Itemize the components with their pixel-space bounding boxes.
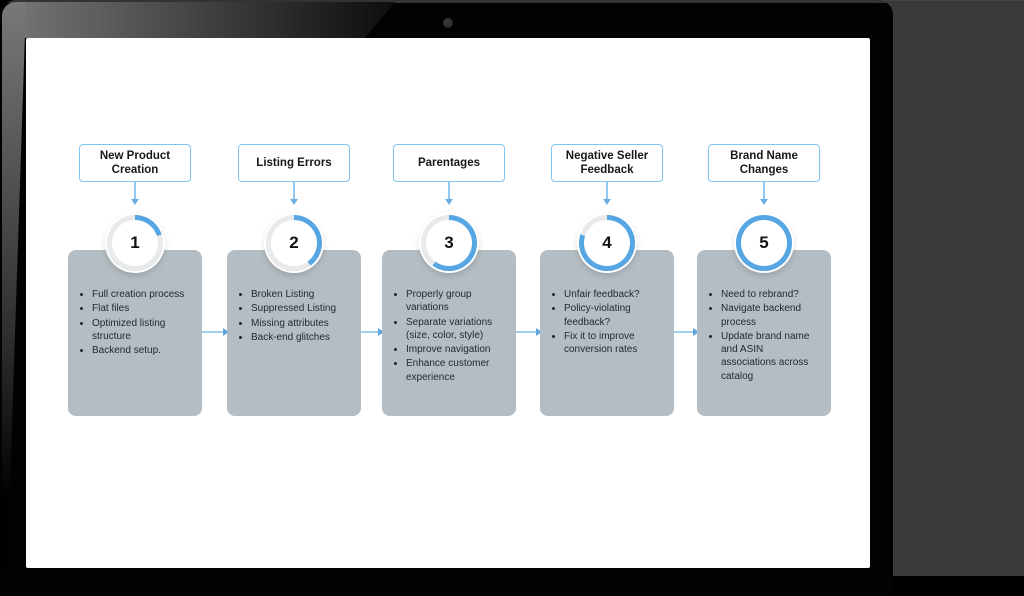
step-item-list: Properly group variations Separate varia…	[382, 288, 516, 384]
webcam-icon	[443, 18, 453, 28]
step-item-list: Need to rebrand? Navigate backend proces…	[697, 288, 831, 383]
step-item: Flat files	[92, 302, 192, 315]
step-item-list: Unfair feedback? Policy-violating feedba…	[540, 288, 674, 356]
step-card: Broken Listing Suppressed Listing Missin…	[227, 250, 361, 416]
flow-arrow-3-4	[516, 328, 542, 336]
step-column-4: Negative Seller Feedback 4 Unfair feedba…	[540, 38, 674, 568]
step-card: Full creation process Flat files Optimiz…	[68, 250, 202, 416]
step-item: Enhance customer experience	[406, 357, 506, 384]
step-item: Missing attributes	[251, 317, 351, 330]
progress-ring: 1	[107, 215, 163, 271]
step-title-box: Brand Name Changes	[708, 144, 820, 182]
bezel-gloss-left	[2, 2, 26, 568]
step-item: Optimized listing structure	[92, 317, 192, 344]
step-card: Unfair feedback? Policy-violating feedba…	[540, 250, 674, 416]
step-number-circle: 3	[426, 220, 472, 266]
step-item: Properly group variations	[406, 288, 506, 315]
down-arrow-connector	[603, 182, 611, 205]
step-item: Backend setup.	[92, 344, 192, 357]
step-column-3: Parentages 3 Properly group variations S…	[382, 38, 516, 568]
step-item-list: Broken Listing Suppressed Listing Missin…	[227, 288, 361, 344]
step-number-circle: 4	[584, 220, 630, 266]
flow-arrow-1-2	[202, 328, 229, 336]
down-arrow-connector	[290, 182, 298, 205]
step-title: Parentages	[417, 156, 480, 169]
step-title: Listing Errors	[256, 156, 332, 169]
step-item: Policy-violating feedback?	[564, 302, 664, 329]
step-number: 1	[130, 233, 140, 252]
progress-ring: 4	[579, 215, 635, 271]
step-item: Update brand name and ASIN associations …	[721, 330, 821, 383]
bezel-top-edge	[0, 0, 893, 3]
step-number-circle: 2	[271, 220, 317, 266]
bezel-gloss-top	[2, 2, 395, 38]
progress-ring: 2	[266, 215, 322, 271]
step-item: Unfair feedback?	[564, 288, 664, 301]
step-item: Fix it to improve conversion rates	[564, 330, 664, 357]
down-arrow-connector	[760, 182, 768, 205]
step-item: Improve navigation	[406, 343, 506, 356]
step-column-2: Listing Errors 2 Broken Listing Suppress…	[227, 38, 361, 568]
step-number-circle: 5	[741, 220, 787, 266]
step-item: Need to rebrand?	[721, 288, 821, 301]
step-number: 3	[444, 233, 454, 252]
step-number-circle: 1	[112, 220, 158, 266]
flow-arrow-4-5	[674, 328, 699, 336]
step-title: New Product Creation	[99, 149, 171, 176]
flow-arrow-2-3	[361, 328, 384, 336]
down-arrow-connector	[131, 182, 139, 205]
step-column-1: New Product Creation 1 Full creation pro…	[68, 38, 202, 568]
down-arrow-connector	[445, 182, 453, 205]
step-item: Broken Listing	[251, 288, 351, 301]
step-column-5: Brand Name Changes 5 Need to rebrand? Na…	[697, 38, 831, 568]
step-title: Brand Name Changes	[730, 149, 798, 176]
step-item: Navigate backend process	[721, 302, 821, 329]
step-item: Back-end glitches	[251, 331, 351, 344]
step-title: Negative Seller Feedback	[565, 149, 649, 176]
step-item: Separate variations (size, color, style)	[406, 316, 506, 343]
step-number: 2	[289, 233, 299, 252]
progress-ring: 5	[736, 215, 792, 271]
step-number: 5	[759, 233, 769, 252]
step-item-list: Full creation process Flat files Optimiz…	[68, 288, 202, 357]
step-title-box: Parentages	[393, 144, 505, 182]
step-number: 4	[602, 233, 612, 252]
step-title-box: New Product Creation	[79, 144, 191, 182]
step-card: Need to rebrand? Navigate backend proces…	[697, 250, 831, 416]
step-card: Properly group variations Separate varia…	[382, 250, 516, 416]
step-item: Suppressed Listing	[251, 302, 351, 315]
laptop-side-panel	[878, 0, 1024, 576]
step-title-box: Negative Seller Feedback	[551, 144, 663, 182]
step-title-box: Listing Errors	[238, 144, 350, 182]
progress-ring: 3	[421, 215, 477, 271]
screen: New Product Creation 1 Full creation pro…	[26, 38, 870, 568]
step-item: Full creation process	[92, 288, 192, 301]
